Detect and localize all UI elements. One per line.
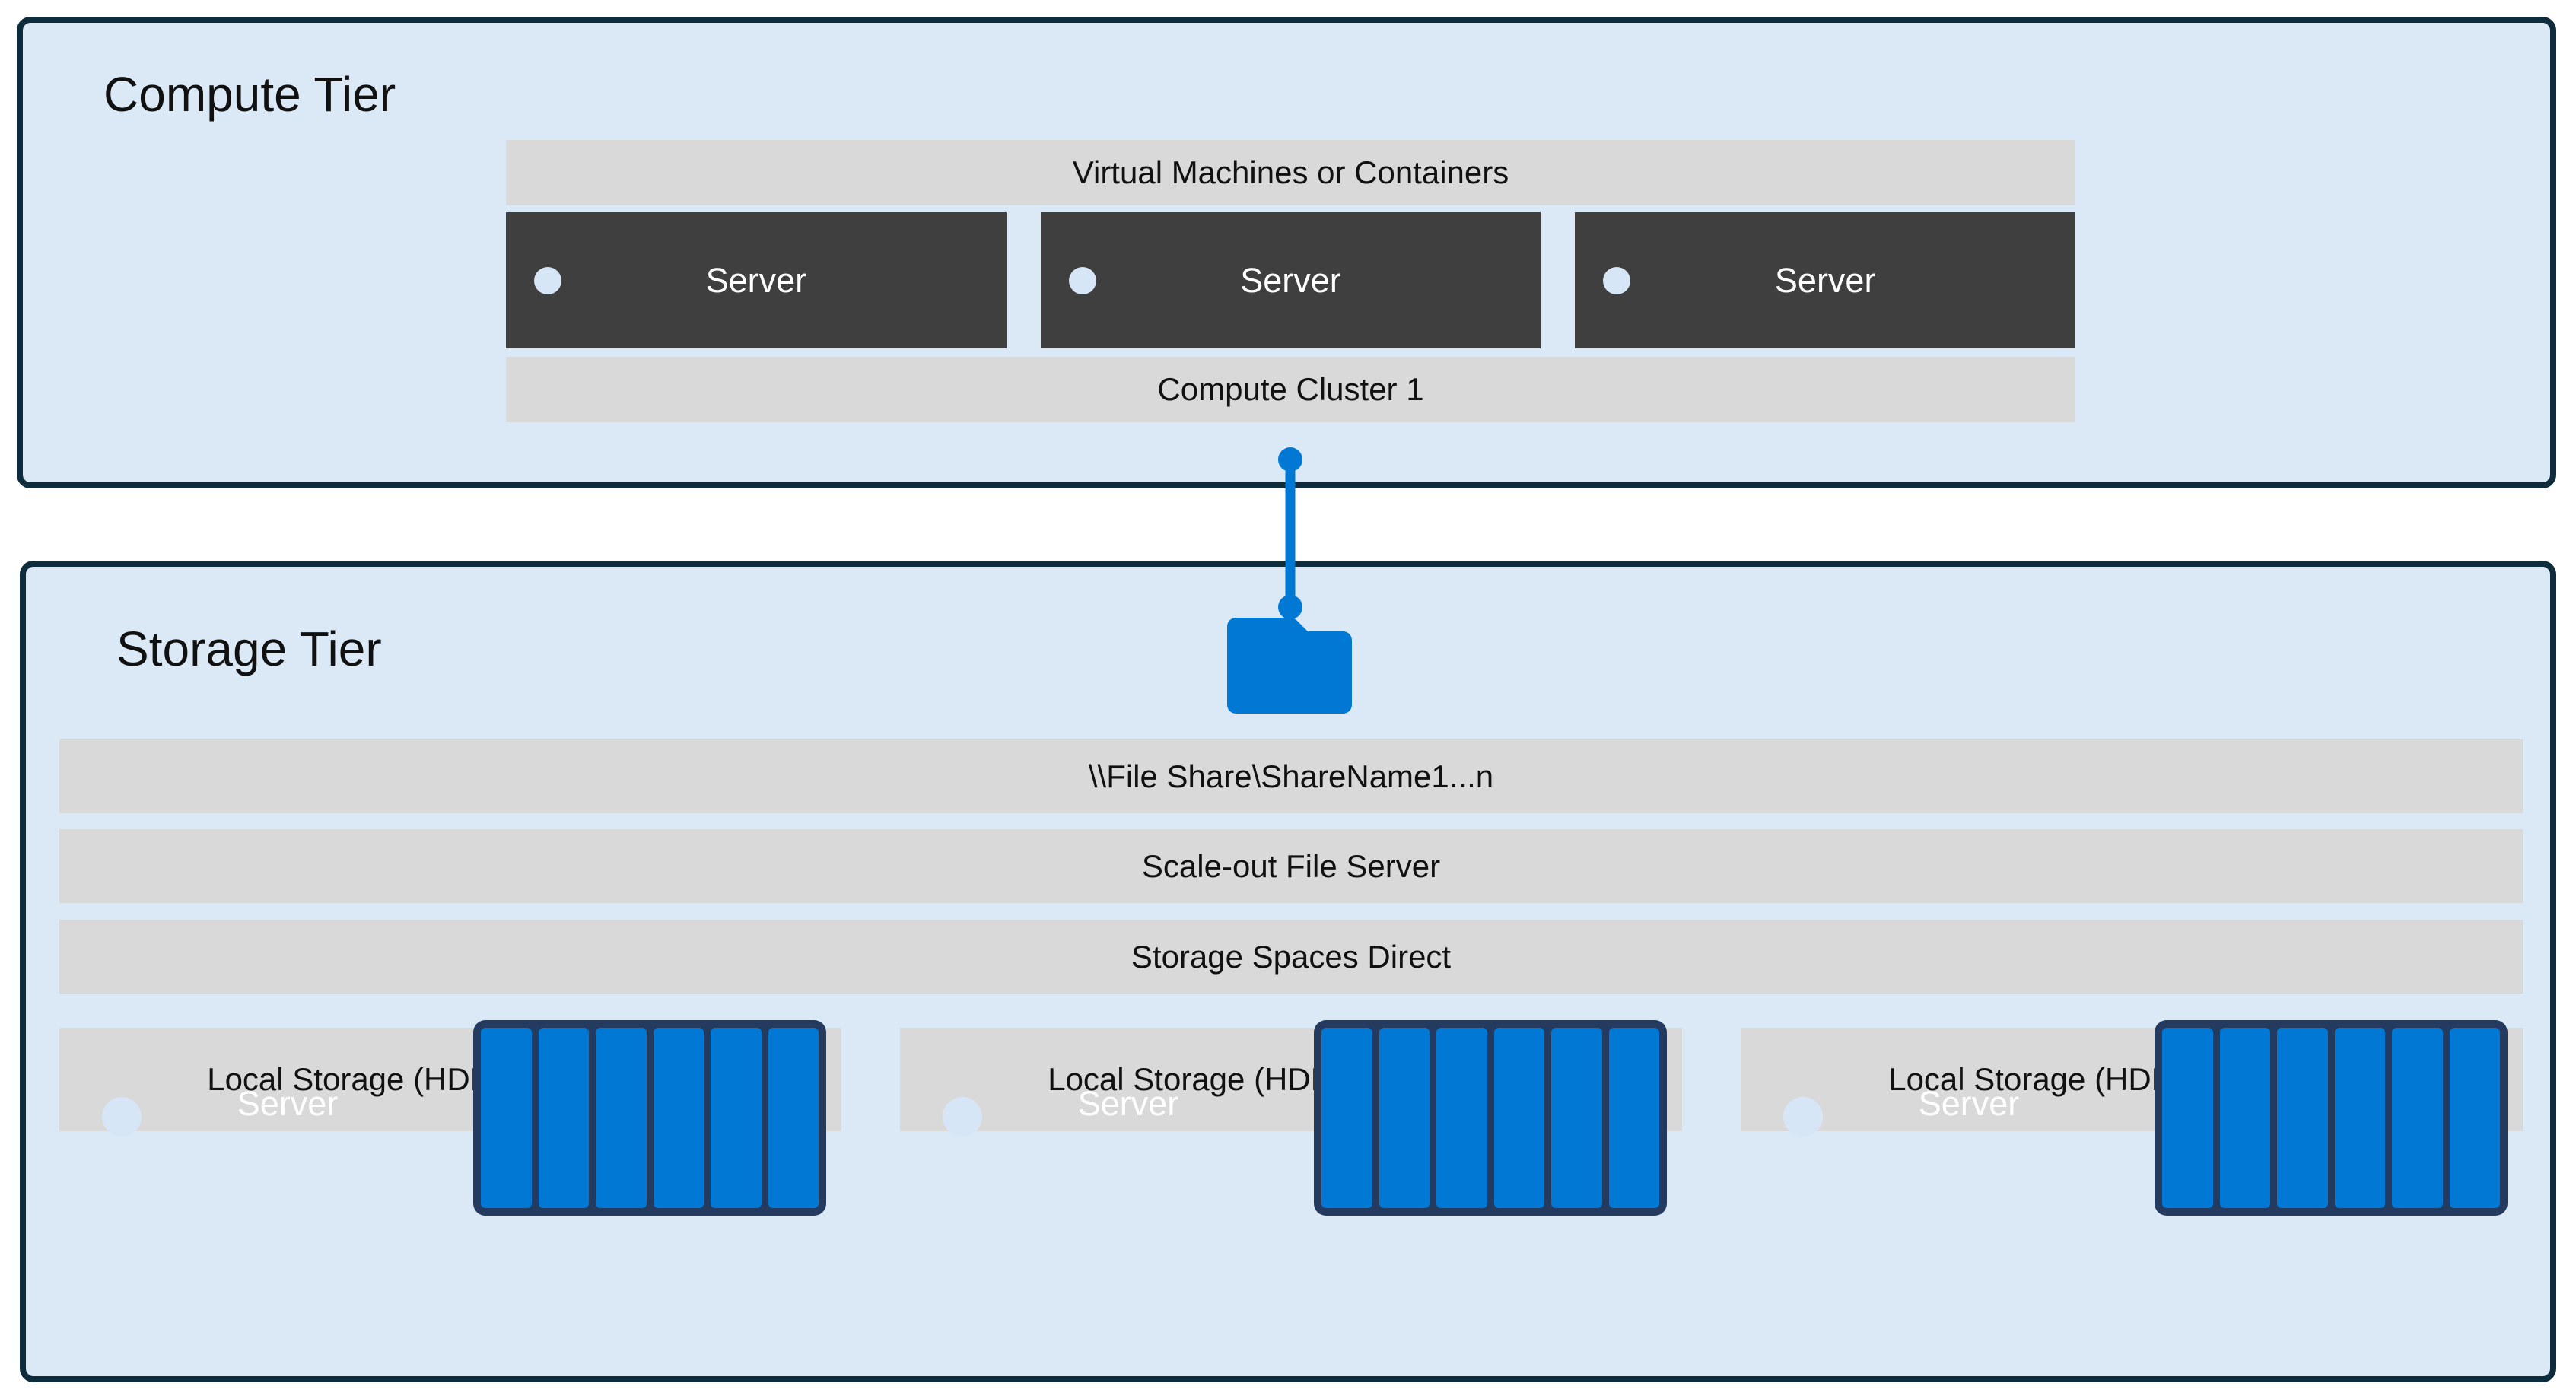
server-label: Server	[1774, 260, 1876, 300]
power-led-dot-icon	[1068, 267, 1096, 294]
compute-tier-box: Compute Tier Virtual Machines or Contain…	[17, 17, 2556, 488]
disk-array	[1314, 1020, 1667, 1216]
server-label: Server	[237, 1084, 339, 1123]
disk-drive-icon	[2449, 1028, 2500, 1208]
power-led-dot-icon	[1783, 1097, 1823, 1137]
storage-node-row: Server Local Storage (HDD, SSD, NVMe)	[59, 1012, 2523, 1216]
disk-drive-icon	[1436, 1028, 1487, 1208]
disk-drive-icon	[1493, 1028, 1544, 1208]
disk-drive-icon	[2219, 1028, 2270, 1208]
power-led-dot-icon	[102, 1097, 142, 1137]
virtual-machines-bar-label: Virtual Machines or Containers	[1072, 154, 1509, 190]
connector-line-icon	[1278, 447, 1302, 619]
disk-drive-icon	[2334, 1028, 2385, 1208]
server-label: Server	[1077, 1084, 1179, 1123]
compute-server-node: Server	[1575, 212, 2076, 348]
compute-cluster-bar: Compute Cluster 1	[506, 357, 2075, 422]
compute-server-node: Server	[1040, 212, 1541, 348]
server-label: Server	[1918, 1084, 2020, 1123]
folder-icon	[1227, 618, 1352, 714]
compute-server-node: Server	[506, 212, 1007, 348]
disk-drive-icon	[711, 1028, 762, 1208]
storage-spaces-direct-bar: Storage Spaces Direct	[59, 920, 2523, 994]
power-led-dot-icon	[1603, 267, 1631, 294]
disk-drive-icon	[2277, 1028, 2328, 1208]
storage-tier-title: Storage Tier	[116, 622, 382, 676]
file-share-bar: \\File Share\ShareName1...n	[59, 739, 2523, 813]
server-label: Server	[1240, 260, 1341, 300]
storage-spaces-direct-bar-label: Storage Spaces Direct	[1131, 938, 1452, 975]
disk-drive-icon	[538, 1028, 589, 1208]
file-share-bar-label: \\File Share\ShareName1...n	[1088, 758, 1494, 794]
disk-drive-icon	[1608, 1028, 1659, 1208]
disk-drive-icon	[1551, 1028, 1602, 1208]
disk-drive-icon	[2392, 1028, 2443, 1208]
disk-drive-icon	[1321, 1028, 1372, 1208]
compute-server-row: Server Server Server	[506, 212, 2076, 348]
disk-array	[2155, 1020, 2508, 1216]
disk-drive-icon	[481, 1028, 532, 1208]
server-label: Server	[705, 260, 807, 300]
disk-drive-icon	[768, 1028, 819, 1208]
power-led-dot-icon	[534, 267, 561, 294]
virtual-machines-bar: Virtual Machines or Containers	[506, 140, 2075, 205]
disk-drive-icon	[1379, 1028, 1430, 1208]
storage-node-column: Server Local Storage (HDD, SSD, NVMe)	[900, 1012, 1682, 1216]
disk-drive-icon	[2162, 1028, 2213, 1208]
compute-tier-title: Compute Tier	[103, 67, 396, 122]
scale-out-file-server-bar-label: Scale-out File Server	[1141, 847, 1441, 884]
disk-drive-icon	[596, 1028, 647, 1208]
power-led-dot-icon	[943, 1097, 982, 1137]
disk-drive-icon	[653, 1028, 704, 1208]
disk-array	[473, 1020, 826, 1216]
storage-node-column: Server Local Storage (HDD, SSD, NVMe)	[1741, 1012, 2523, 1216]
compute-cluster-bar-label: Compute Cluster 1	[1157, 371, 1424, 407]
scale-out-file-server-bar: Scale-out File Server	[59, 829, 2523, 903]
storage-node-column: Server Local Storage (HDD, SSD, NVMe)	[59, 1012, 841, 1216]
